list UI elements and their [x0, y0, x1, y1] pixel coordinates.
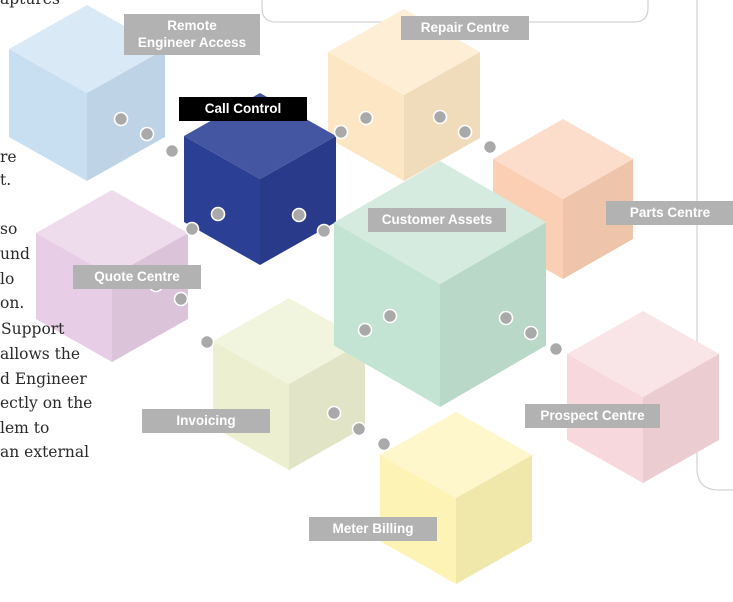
connector-dot [173, 291, 189, 307]
module-label-quote-centre[interactable]: Quote Centre [73, 265, 201, 289]
connector-dot [548, 341, 564, 357]
body-text-line: und [0, 245, 30, 263]
body-text-line: allows the [0, 345, 81, 363]
connector-dot [351, 421, 367, 437]
body-text-line: Support [1, 320, 65, 338]
connector-dot [498, 310, 514, 326]
module-label-prospect-centre[interactable]: Prospect Centre [525, 404, 660, 428]
module-label-remote-engineer-access[interactable]: Remote Engineer Access [124, 14, 260, 55]
module-label-text: Repair Centre [420, 20, 510, 35]
cube-face-parts-centre-top [493, 119, 633, 199]
cube-face-meter-billing-top [380, 412, 532, 498]
connector-dot [199, 334, 215, 350]
connector-dot [164, 143, 180, 159]
body-text-line: d Engineer [0, 370, 87, 388]
body-text-line: so [0, 220, 18, 238]
module-label-repair-centre[interactable]: Repair Centre [401, 16, 529, 40]
cube-face-quote-centre-top [36, 190, 188, 276]
cube-face-prospect-centre-top [567, 311, 719, 397]
connector-dot [326, 405, 342, 421]
module-label-text: Meter Billing [332, 521, 414, 536]
module-label-text: Invoicing [176, 413, 236, 428]
body-text-line: on. [0, 294, 25, 312]
connector-dot [523, 325, 539, 341]
module-label-text: Quote Centre [94, 269, 180, 284]
module-label-parts-centre[interactable]: Parts Centre [606, 201, 733, 225]
body-text-line: lem to [0, 419, 50, 437]
body-text-line: t. [0, 171, 12, 189]
connector-dot [316, 223, 332, 239]
connector-dot [333, 124, 349, 140]
connector-dot [457, 124, 473, 140]
body-text-line: lo [0, 270, 15, 288]
module-label-text: Prospect Centre [540, 408, 645, 423]
module-label-invoicing[interactable]: Invoicing [142, 409, 270, 433]
connector-dot [139, 126, 155, 142]
module-label-meter-billing[interactable]: Meter Billing [309, 517, 437, 541]
connector-dot [358, 110, 374, 126]
connector-dot [376, 436, 392, 452]
cube-face-invoicing-top [213, 298, 365, 384]
connector-dot [184, 221, 200, 237]
frame-line [696, 0, 733, 491]
module-label-text: Call Control [204, 101, 282, 116]
body-text-line: aptures [0, 0, 60, 8]
module-label-customer-assets[interactable]: Customer Assets [368, 208, 506, 232]
connector-dot [210, 206, 226, 222]
connector-dot [382, 308, 398, 324]
module-label-call-control[interactable]: Call Control [179, 97, 307, 121]
connector-dot [432, 109, 448, 125]
connector-dot [357, 322, 373, 338]
connector-dot [482, 139, 498, 155]
connector-dot [291, 207, 307, 223]
body-text-line: re [0, 148, 17, 166]
connector-dot [113, 111, 129, 127]
body-text-line: ectly on the [0, 394, 93, 412]
module-label-text: Parts Centre [629, 205, 711, 220]
body-text-line: an external [0, 443, 90, 461]
module-label-text: Customer Assets [381, 212, 493, 227]
module-label-line: Engineer Access [137, 35, 247, 50]
module-label-line: Remote [167, 18, 217, 33]
